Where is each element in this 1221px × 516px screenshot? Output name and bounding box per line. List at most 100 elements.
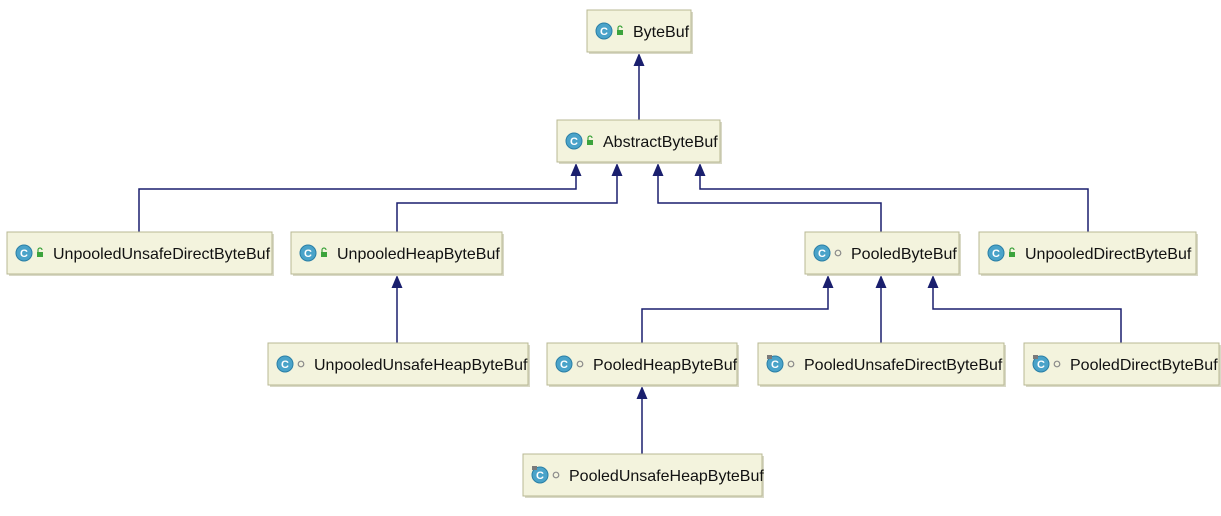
class-node-unpooledheapbytebuf[interactable]: C UnpooledHeapByteBuf [290, 231, 504, 276]
inheritance-edge-unpooledunsafedirectbytebuf-to-abstractbytebuf [138, 163, 582, 232]
package-visibility-icon [576, 360, 584, 368]
class-icon: C [987, 244, 1005, 262]
class-node-pooledunsafeheapbytebuf[interactable]: C PooledUnsafeHeapByteBuf [522, 453, 764, 498]
inheritance-edge-unpooleddirectbytebuf-to-abstractbytebuf [694, 163, 1089, 232]
node-box [757, 342, 1005, 386]
class-icon-circle [299, 244, 317, 262]
node-box [522, 453, 763, 497]
abstract-class-icon: C [766, 355, 784, 373]
inheritance-edge-pooledunsafedirectbytebuf-to-pooledbytebuf [875, 275, 887, 343]
abstract-class-icon: C [531, 466, 549, 484]
lock-body [617, 30, 623, 35]
inheritance-arrow-head [822, 275, 834, 288]
node-box [978, 231, 1197, 275]
node-box [804, 231, 960, 275]
public-visibility-icon [587, 135, 593, 145]
lock-shackle [587, 135, 593, 140]
class-icon-circle [531, 466, 549, 484]
package-visibility-icon [552, 471, 560, 479]
abstract-marker [1033, 355, 1038, 359]
inheritance-edge-pooledbytebuf-to-abstractbytebuf [652, 163, 882, 232]
class-icon: C [299, 244, 317, 262]
abstract-marker [767, 355, 772, 359]
node-box [1023, 342, 1220, 386]
class-icon-letter: C [600, 26, 608, 38]
class-icon-letter: C [560, 359, 568, 371]
class-icon: C [595, 22, 613, 40]
class-icon-letter: C [281, 359, 289, 371]
public-visibility-icon [37, 247, 43, 257]
class-icon-circle [565, 132, 583, 150]
abstract-marker [532, 466, 537, 470]
class-icon-circle [766, 355, 784, 373]
edge-line [699, 176, 1089, 232]
package-visibility-icon [834, 249, 842, 257]
lock-shackle [617, 25, 623, 30]
inheritance-arrow-head [694, 163, 706, 176]
class-icon-circle [987, 244, 1005, 262]
inheritance-arrow-head [875, 275, 887, 288]
class-name-label: PooledUnsafeDirectByteBuf [804, 357, 1003, 374]
class-node-abstractbytebuf[interactable]: C AbstractByteBuf [556, 119, 722, 164]
inheritance-arrow-head [927, 275, 939, 288]
class-name-label: UnpooledHeapByteBuf [337, 246, 500, 263]
edge-line [657, 176, 882, 232]
class-icon-circle [595, 22, 613, 40]
class-name-label: AbstractByteBuf [603, 134, 718, 151]
node-box [290, 231, 503, 275]
lock-body [587, 140, 593, 145]
node-box [586, 9, 692, 53]
class-icon-letter: C [771, 359, 779, 371]
edge-line [641, 288, 829, 343]
public-visibility-icon [617, 25, 623, 35]
inheritance-edge-unpooledunsafeheapbytebuf-to-unpooledheapbytebuf [391, 275, 403, 343]
lock-shackle [1009, 247, 1015, 252]
public-visibility-icon [1009, 247, 1015, 257]
inheritance-arrow-head [611, 163, 623, 176]
class-name-label: PooledByteBuf [851, 246, 957, 263]
class-icon-letter: C [304, 248, 312, 260]
inheritance-edges [138, 53, 1122, 454]
class-name-label: PooledDirectByteBuf [1070, 357, 1218, 374]
inheritance-arrow-head [570, 163, 582, 176]
inheritance-edge-unpooledheapbytebuf-to-abstractbytebuf [396, 163, 623, 232]
class-icon-letter: C [20, 248, 28, 260]
class-node-pooledbytebuf[interactable]: C PooledByteBuf [804, 231, 961, 276]
class-node-unpooledunsafeheapbytebuf[interactable]: C UnpooledUnsafeHeapByteBuf [267, 342, 530, 387]
inheritance-arrow-head [633, 53, 645, 66]
class-icon: C [15, 244, 33, 262]
class-name-label: UnpooledUnsafeHeapByteBuf [314, 357, 528, 374]
class-icon-circle [555, 355, 573, 373]
lock-shackle [37, 247, 43, 252]
class-icon-letter: C [570, 136, 578, 148]
lock-body [37, 252, 43, 257]
lock-shackle [321, 247, 327, 252]
package-visibility-icon [787, 360, 795, 368]
class-icon-circle [15, 244, 33, 262]
inheritance-arrow-head [652, 163, 664, 176]
edge-line [396, 176, 618, 232]
class-icon-circle [276, 355, 294, 373]
inheritance-edge-abstractbytebuf-to-bytebuf [633, 53, 645, 120]
node-box [556, 119, 721, 163]
inheritance-edge-pooledunsafeheapbytebuf-to-pooledheapbytebuf [636, 386, 648, 454]
inheritance-edge-pooleddirectbytebuf-to-pooledbytebuf [927, 275, 1122, 343]
class-icon: C [813, 244, 831, 262]
class-icon-circle [1032, 355, 1050, 373]
node-box [267, 342, 529, 386]
node-box [6, 231, 273, 275]
edge-line [932, 288, 1122, 343]
class-node-pooledunsafedirectbytebuf[interactable]: C PooledUnsafeDirectByteBuf [757, 342, 1006, 387]
inheritance-arrow-head [391, 275, 403, 288]
class-icon: C [276, 355, 294, 373]
class-name-label: PooledUnsafeHeapByteBuf [569, 468, 764, 485]
node-box [546, 342, 738, 386]
package-visibility-icon [1053, 360, 1061, 368]
